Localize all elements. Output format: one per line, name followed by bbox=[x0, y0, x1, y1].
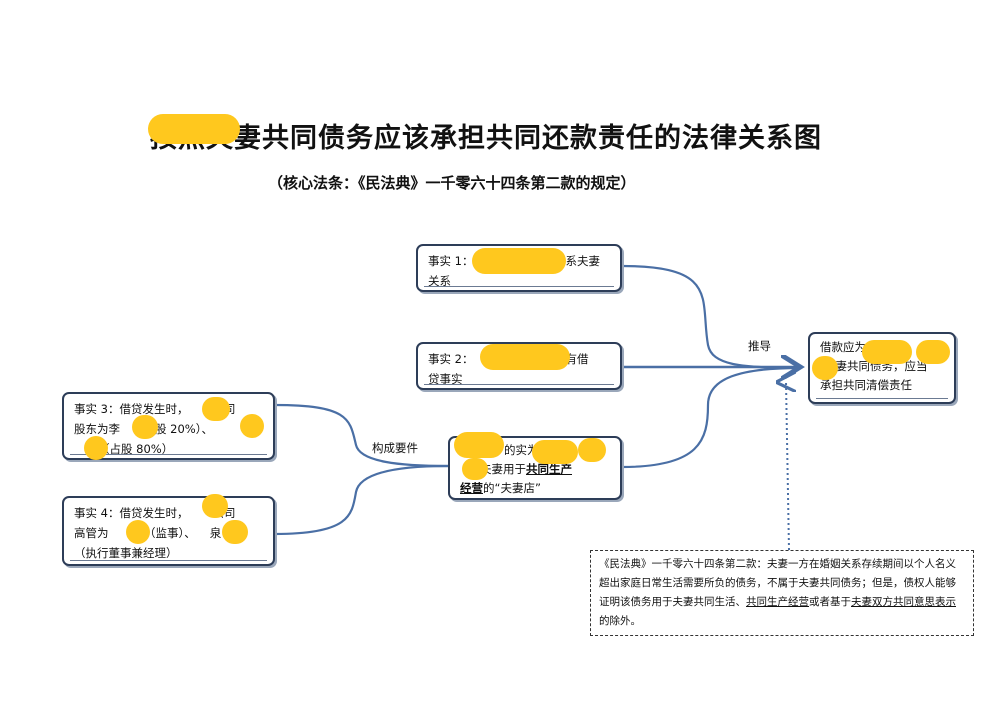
law-text-p1-underlined: 共同生产经营 bbox=[746, 596, 809, 608]
redaction-conclusion-c bbox=[812, 356, 838, 380]
fact4-line1: 事实 4：借贷发生时， bbox=[74, 506, 189, 520]
redaction-fact3-b bbox=[132, 415, 158, 439]
middle-line1: 的实为 bbox=[504, 443, 539, 457]
conclusion-line3: 承担共同清偿责任 bbox=[820, 378, 912, 392]
redaction-fact3-d bbox=[84, 436, 108, 460]
fact2-line1: 事实 2： bbox=[428, 352, 474, 366]
fact1-line1: 事实 1： bbox=[428, 254, 474, 268]
fact2-line1-tail: 有借 bbox=[565, 352, 589, 366]
page-subtitle: （核心法条：《民法典》一千零六十四条第二款的规定） bbox=[268, 174, 636, 192]
redaction-fact3-a bbox=[202, 397, 230, 421]
label-derive: 推导 bbox=[748, 339, 771, 353]
connector-fact3 bbox=[274, 403, 449, 468]
fact1-line1-tail: 系夫妻 bbox=[565, 254, 600, 268]
page-title: 按照夫妻共同债务应该承担共同还款责任的法律关系图 bbox=[150, 123, 822, 154]
redaction-fact4-a bbox=[202, 494, 228, 518]
middle-line3-b: 的“夫妻店” bbox=[483, 481, 541, 495]
connector-law bbox=[786, 382, 789, 551]
fact3-line3: （占股 80%） bbox=[98, 442, 174, 456]
fact4-line2: 高管为 bbox=[74, 526, 109, 540]
middle-line3-a: 经营 bbox=[460, 481, 483, 495]
fact2-line2: 贷事实 bbox=[428, 372, 463, 386]
label-elements: 构成要件 bbox=[372, 441, 418, 455]
redaction-middle-d bbox=[462, 458, 488, 480]
middle-line2-a: 夫妻用于 bbox=[480, 462, 526, 476]
redaction-middle-c bbox=[578, 438, 606, 462]
law-text-p2: 或者基于 bbox=[809, 596, 851, 608]
redaction-title bbox=[148, 114, 240, 144]
redaction-fact4-c bbox=[222, 520, 248, 544]
law-text-p2-underlined: 夫妻双方共同意思表示 bbox=[851, 596, 956, 608]
connector-middle bbox=[621, 366, 801, 469]
fact3-line1: 事实 3：借贷发生时， bbox=[74, 402, 189, 416]
fact4-line3: （执行董事兼经理） bbox=[74, 546, 178, 560]
redaction-fact1 bbox=[472, 248, 566, 274]
connector-fact4 bbox=[274, 464, 449, 536]
fact4-line2-tail: 泉 bbox=[209, 526, 222, 540]
redaction-middle-a bbox=[454, 432, 504, 458]
law-text-p3: 的除外。 bbox=[599, 615, 641, 627]
law-text-p1: 《民法典》一千零六十四条第二款：夫妻一方在婚姻关系存续期间以个人名义超出家庭日常… bbox=[599, 558, 956, 608]
redaction-conclusion-a bbox=[862, 340, 912, 364]
conclusion-line1: 借款应为 bbox=[820, 340, 866, 354]
fact3-line2: 股东为李 bbox=[74, 422, 120, 436]
connector-fact1 bbox=[621, 264, 801, 370]
redaction-fact2 bbox=[480, 344, 570, 370]
middle-line2-b: 共同生产 bbox=[526, 462, 572, 476]
fact1-line2: 关系 bbox=[428, 274, 451, 288]
redaction-conclusion-b bbox=[916, 340, 950, 364]
law-text-box: 《民法典》一千零六十四条第二款：夫妻一方在婚姻关系存续期间以个人名义超出家庭日常… bbox=[590, 550, 974, 636]
redaction-fact3-c bbox=[240, 414, 264, 438]
redaction-middle-b bbox=[532, 440, 578, 464]
redaction-fact4-b bbox=[126, 520, 150, 544]
